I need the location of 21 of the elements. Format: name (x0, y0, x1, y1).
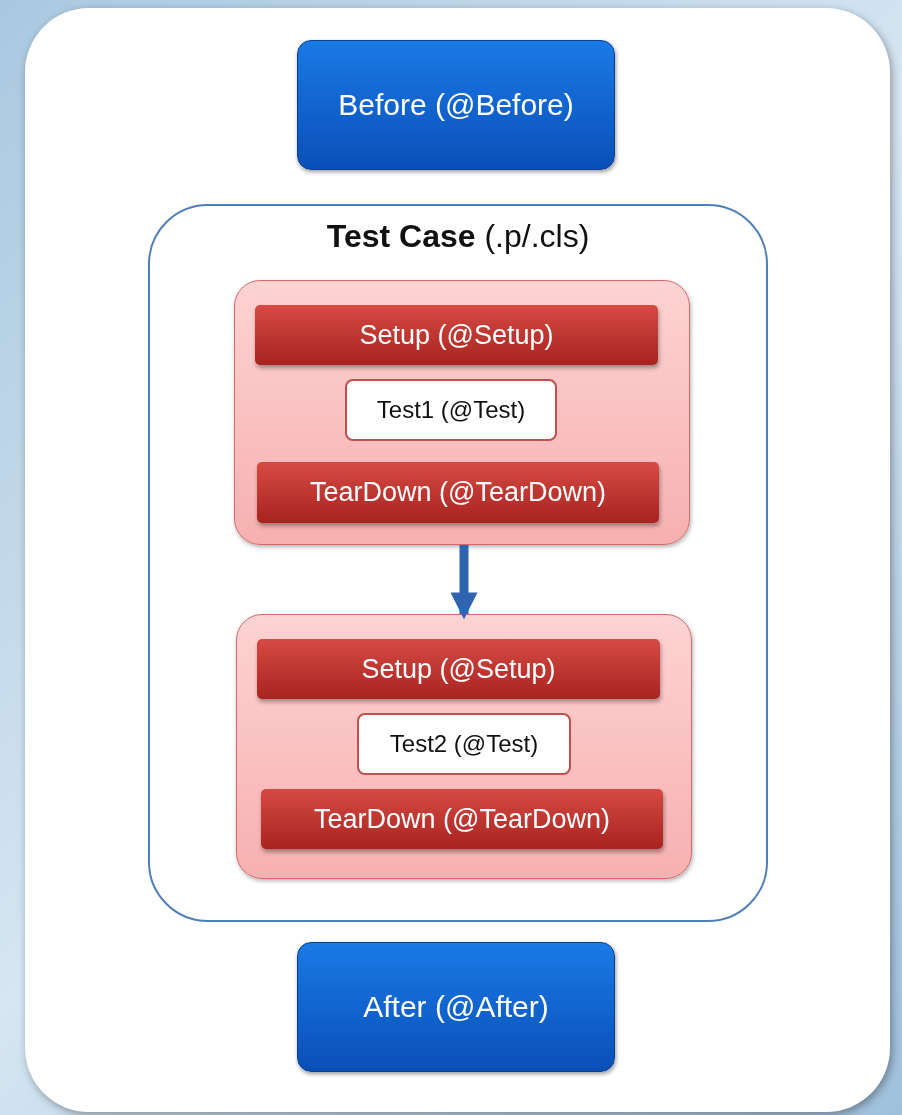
node-label: Setup (@Setup) (361, 653, 556, 685)
node-label: Setup (@Setup) (359, 319, 554, 351)
setup-bar (255, 305, 658, 365)
group-box (234, 280, 690, 545)
node-label: Test Case (.p/.cls) (326, 218, 590, 255)
start-box (297, 40, 615, 170)
end-box (297, 942, 615, 1072)
setup-bar (257, 639, 660, 699)
node-label: Test1 (@Test) (376, 396, 526, 424)
node-label: TearDown (@TearDown) (314, 803, 610, 835)
node-label: Test2 (@Test) (389, 730, 539, 758)
test-box (357, 713, 571, 775)
group-box (236, 614, 692, 879)
teardown-bar (257, 462, 659, 523)
node-label: After (@After) (363, 990, 549, 1024)
arrow (450, 545, 478, 620)
test-box (345, 379, 557, 441)
teardown-bar (261, 789, 663, 849)
node-label: Before (@Before) (338, 88, 574, 122)
container-box (148, 204, 768, 922)
node-label: TearDown (@TearDown) (310, 477, 606, 508)
